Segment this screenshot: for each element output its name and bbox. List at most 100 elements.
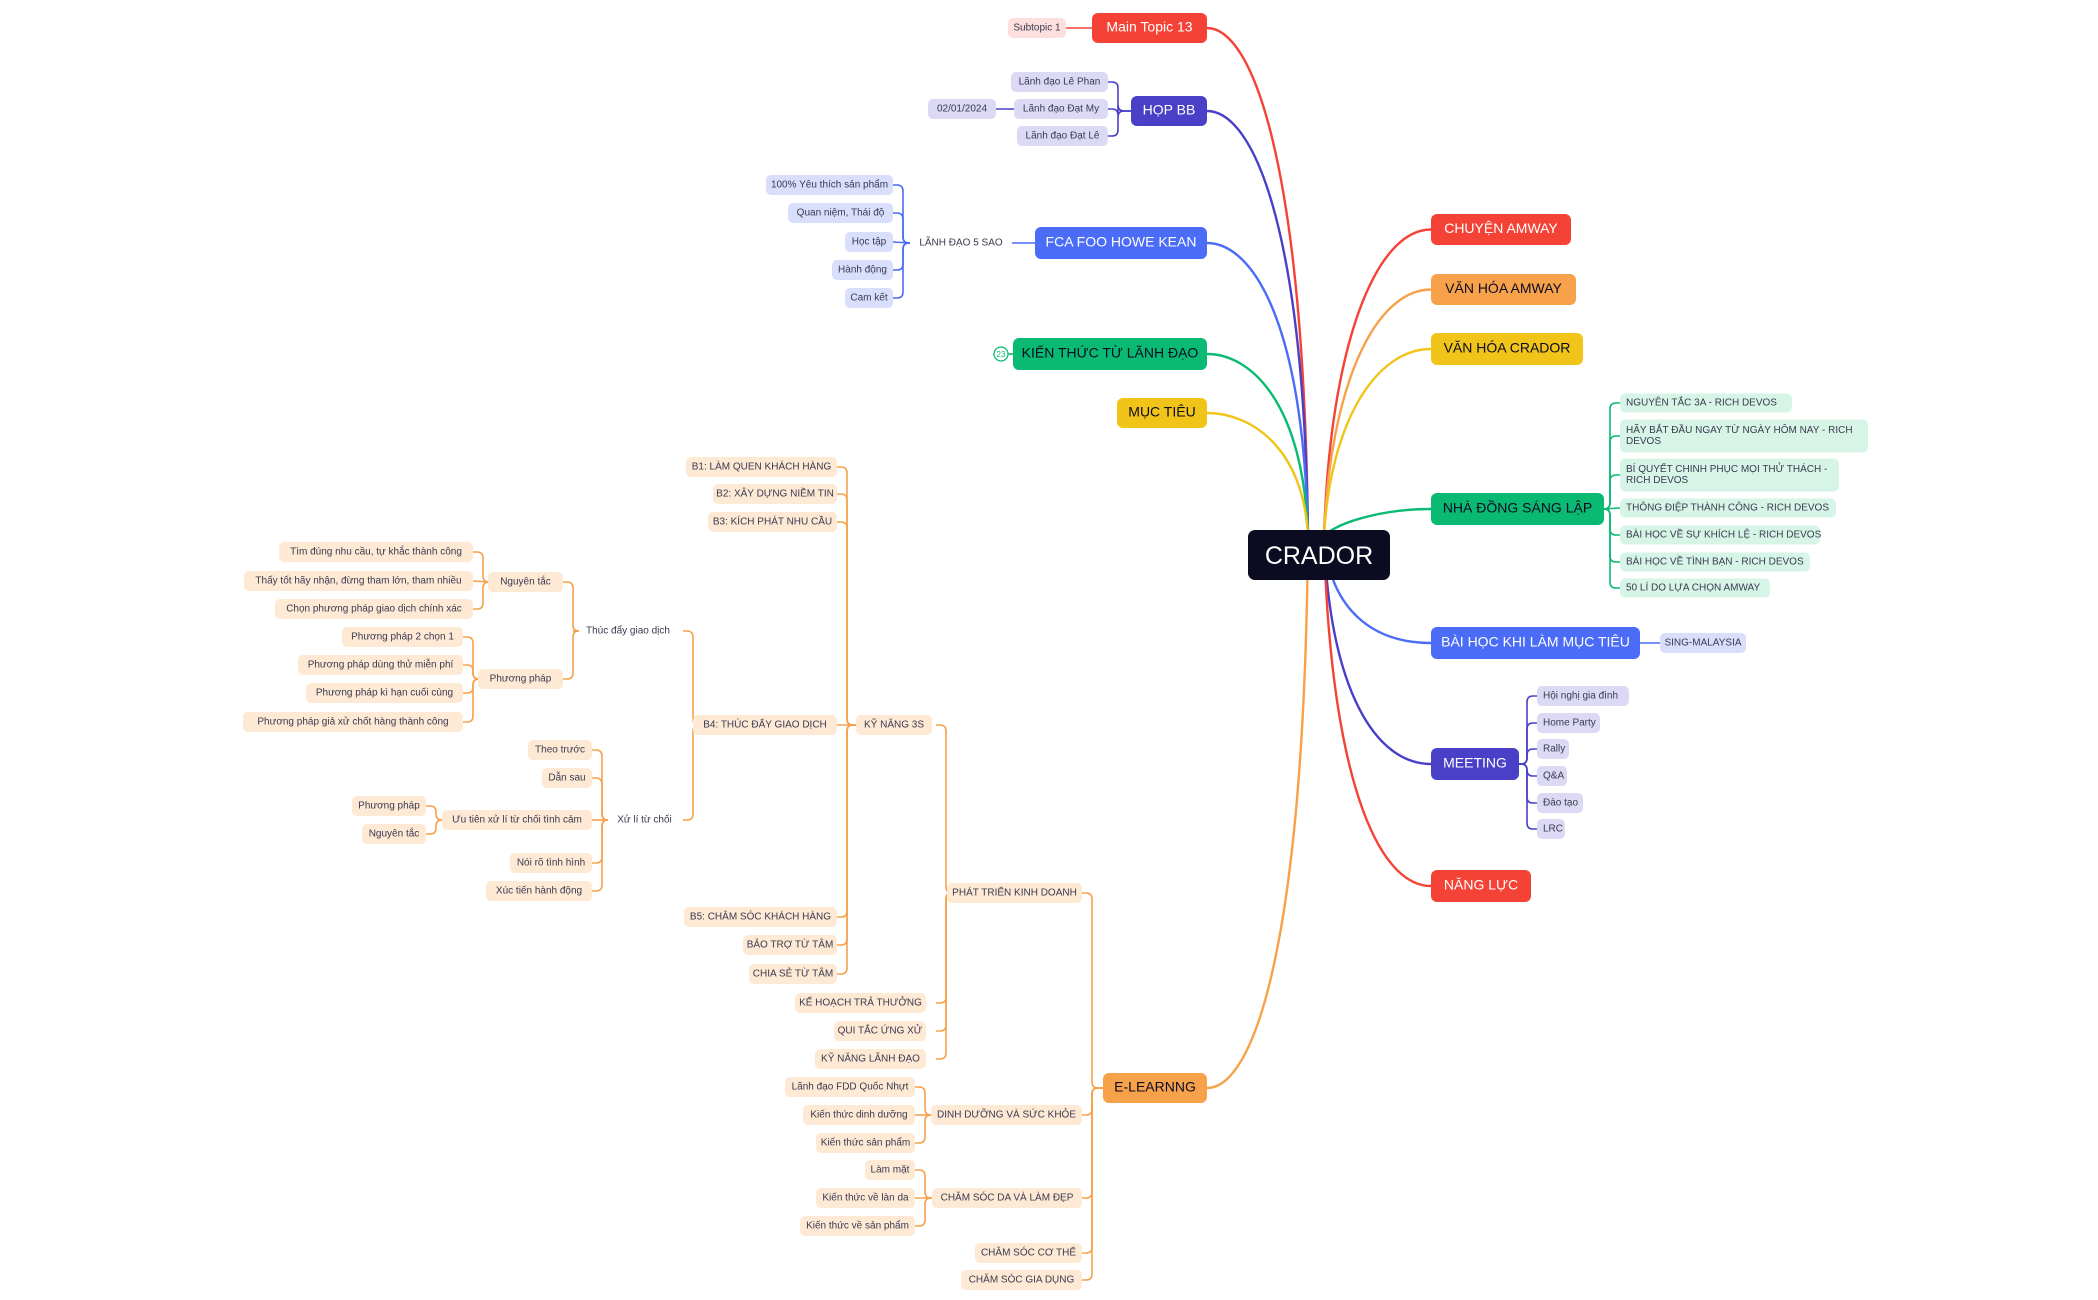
phuong-phap-item-3[interactable]: Phương pháp kì hạn cuối cùng	[306, 683, 463, 703]
uu-tien-xu-li[interactable]: Ưu tiên xử lí từ chối tình cảm	[442, 810, 592, 830]
main-topic-meeting[interactable]: MEETING	[1431, 748, 1519, 780]
ptkd-item-3[interactable]: KỸ NĂNG LÃNH ĐẠO	[815, 1049, 926, 1069]
main-topic-main13[interactable]: Main Topic 13	[1092, 13, 1207, 43]
connector-line	[1206, 352, 1310, 538]
ptkd-item-2[interactable]: QUI TẮC ỨNG XỬ	[834, 1021, 926, 1041]
connector-lines	[426, 26, 1660, 1281]
nhadong-item-3-label: BÍ QUYẾT CHINH PHỤC MỌI THỬ THÁCH -	[1626, 462, 1827, 475]
uu-tien-item-2[interactable]: Nguyên tắc	[362, 824, 426, 844]
nhadong-item-2[interactable]: HÃY BẮT ĐẦU NGAY TỪ NGÀY HÔM NAY - RICHD…	[1620, 419, 1868, 453]
meeting-item-5[interactable]: Đào tạo	[1537, 793, 1583, 813]
meeting-item-6[interactable]: LRC	[1537, 819, 1565, 839]
elearning-dinhduong[interactable]: DINH DƯỠNG VÀ SỨC KHỎE	[931, 1105, 1082, 1125]
thuc-day-giao-dich[interactable]: Thúc đẩy giao dịch	[586, 624, 670, 636]
meeting-item-2[interactable]: Home Party	[1537, 713, 1600, 733]
subtopic-1[interactable]: Subtopic 1	[1008, 18, 1066, 38]
meeting-item-4[interactable]: Q&A	[1537, 766, 1567, 786]
hopbb-leader-1-label: Lãnh đạo Lê Phan	[1019, 76, 1101, 87]
noi-ro-tinh-hinh[interactable]: Nói rõ tình hình	[510, 853, 592, 873]
main-topic-kienthuc-label: KIẾN THỨC TỪ LÃNH ĐẠO	[1022, 344, 1199, 360]
kynang3s-item-6[interactable]: BẢO TRỢ TỪ TÂM	[743, 935, 837, 955]
nhadong-item-6[interactable]: BÀI HỌC VỀ TÌNH BẠN - RICH DEVOS	[1620, 552, 1810, 572]
baihoc-item-1[interactable]: SING-MALAYSIA	[1660, 633, 1746, 653]
hopbb-date[interactable]: 02/01/2024	[928, 99, 996, 119]
elearning-cocothe[interactable]: CHĂM SÓC CƠ THỂ	[975, 1243, 1082, 1263]
kynang3s-item-2[interactable]: B2: XÂY DỰNG NIỀM TIN	[713, 484, 837, 504]
main-topic-baihoc[interactable]: BÀI HỌC KHI LÀM MỤC TIÊU	[1431, 627, 1640, 659]
fca-item-1[interactable]: 100% Yêu thích sản phẩm	[766, 175, 893, 195]
phuong-phap-item-2[interactable]: Phương pháp dùng thử miễn phí	[298, 655, 463, 675]
kynang3s-item-1[interactable]: B1: LÀM QUEN KHÁCH HÀNG	[686, 457, 837, 477]
ptkd-item-1[interactable]: KẾ HOẠCH TRẢ THƯỞNG	[795, 993, 926, 1013]
nhadong-item-3[interactable]: BÍ QUYẾT CHINH PHỤC MỌI THỬ THÁCH -RICH …	[1620, 458, 1839, 492]
kynang3s-item-5[interactable]: B5: CHĂM SÓC KHÁCH HÀNG	[684, 907, 837, 927]
nhadong-item-7[interactable]: 50 LÍ DO LỰA CHỌN AMWAY	[1620, 578, 1770, 598]
fca-item-3[interactable]: Học tập	[845, 232, 893, 252]
nguyen-tac-item-1[interactable]: Tìm đúng nhu cầu, tự khắc thành công	[279, 542, 473, 562]
chamsocda-item-2[interactable]: Kiến thức về làn da	[816, 1188, 915, 1208]
uu-tien-item-1[interactable]: Phương pháp	[352, 796, 426, 816]
uu-tien-item-2-label: Nguyên tắc	[369, 826, 420, 839]
theo-truoc[interactable]: Theo trước	[528, 740, 592, 760]
connector-line	[473, 551, 490, 583]
chamsocda-item-3[interactable]: Kiến thức về sản phẩm	[800, 1216, 915, 1236]
main-topic-muctieu[interactable]: MỤC TIÊU	[1117, 398, 1207, 428]
meeting-item-3[interactable]: Rally	[1537, 739, 1569, 759]
nhadong-item-5[interactable]: BÀI HỌC VỀ SỰ KHÍCH LỆ - RICH DEVOS	[1620, 525, 1822, 545]
dinhduong-item-3[interactable]: Kiến thức sản phẩm	[816, 1133, 915, 1153]
connector-line	[915, 1169, 932, 1199]
connector-line	[1519, 763, 1537, 830]
nhadong-item-1[interactable]: NGUYÊN TẮC 3A - RICH DEVOS	[1620, 393, 1792, 413]
nguyen-tac[interactable]: Nguyên tắc	[488, 572, 563, 592]
main-topic-elearning[interactable]: E-LEARNNG	[1103, 1073, 1207, 1103]
phuong-phap-item-1[interactable]: Phương pháp 2 chọn 1	[342, 627, 463, 647]
main-topic-nhadong[interactable]: NHÀ ĐỒNG SÁNG LẬP	[1431, 493, 1604, 525]
fca-item-2[interactable]: Quan niệm, Thái độ	[788, 203, 893, 223]
phuong-phap-item-2-label: Phương pháp dùng thử miễn phí	[308, 657, 454, 670]
nguyen-tac-item-3-label: Chọn phương pháp giao dịch chính xác	[286, 603, 462, 614]
connector-line	[1322, 536, 1432, 888]
kynang3s-item-4[interactable]: B4: THÚC ĐẨY GIAO DỊCH	[693, 715, 837, 735]
connector-line	[563, 581, 580, 632]
root-topic[interactable]: CRADOR	[1248, 530, 1390, 580]
fca-item-5[interactable]: Cam kết	[845, 288, 893, 308]
connector-line	[1519, 763, 1537, 777]
main-topic-vhamway[interactable]: VĂN HÓA AMWAY	[1431, 274, 1576, 305]
main-topic-kienthuc[interactable]: KIẾN THỨC TỪ LÃNH ĐẠO	[1013, 338, 1207, 370]
chamsocda-item-1[interactable]: Làm mặt	[865, 1160, 915, 1180]
meeting-item-1[interactable]: Hội nghị gia đình	[1537, 686, 1629, 706]
main-topic-hopbb[interactable]: HỌP BB	[1131, 96, 1207, 126]
connector-line	[1322, 228, 1432, 538]
dan-sau[interactable]: Dẫn sau	[542, 768, 592, 788]
hopbb-leader-1[interactable]: Lãnh đạo Lê Phan	[1011, 72, 1108, 92]
kynang3s-item-7[interactable]: CHIA SẺ TỪ TÂM	[749, 964, 837, 984]
ptkd-item-1-label: KẾ HOẠCH TRẢ THƯỞNG	[799, 995, 922, 1008]
main-topic-fca[interactable]: FCA FOO HOWE KEAN	[1035, 227, 1207, 259]
lanh-dao-5-sao[interactable]: LÃNH ĐẠO 5 SAO	[919, 235, 1003, 248]
main-topic-chuyen[interactable]: CHUYỆN AMWAY	[1431, 214, 1571, 245]
hopbb-leader-2[interactable]: Lãnh đạo Đạt My	[1014, 99, 1108, 119]
elearning-chamsocda[interactable]: CHĂM SÓC DA VÀ LÀM ĐẸP	[932, 1188, 1082, 1208]
main-topic-vhcrador[interactable]: VĂN HÓA CRADOR	[1431, 333, 1583, 365]
xuc-tien-hanh-dong[interactable]: Xúc tiến hành động	[486, 881, 592, 901]
phuong-phap-item-4[interactable]: Phương pháp giả xử chốt hàng thành công	[243, 712, 463, 732]
collapsed-count-badge[interactable]: 23	[993, 346, 1009, 362]
connector-line	[1519, 695, 1537, 765]
dinhduong-item-1[interactable]: Lãnh đạo FDD Quốc Nhựt	[785, 1077, 915, 1097]
nhadong-item-4[interactable]: THÔNG ĐIỆP THÀNH CÔNG - RICH DEVOS	[1620, 498, 1836, 518]
main-topic-nangluc[interactable]: NĂNG LỰC	[1431, 870, 1531, 902]
elearning-ptkd[interactable]: PHÁT TRIỂN KINH DOANH	[947, 883, 1082, 903]
hopbb-leader-3[interactable]: Lãnh đạo Đạt Lê	[1017, 126, 1108, 146]
connector-line	[463, 678, 480, 723]
phuong-phap[interactable]: Phương pháp	[478, 669, 563, 689]
kynang3s-item-3[interactable]: B3: KÍCH PHÁT NHU CẦU	[708, 512, 837, 532]
dinhduong-item-2[interactable]: Kiến thức dinh dưỡng	[803, 1105, 915, 1125]
fca-item-4[interactable]: Hành động	[832, 260, 893, 280]
nguyen-tac-item-2[interactable]: Thấy tốt hãy nhận, đừng tham lớn, tham n…	[244, 571, 473, 591]
connector-line	[1603, 402, 1620, 510]
dinhduong-item-3-label: Kiến thức sản phẩm	[821, 1136, 911, 1148]
elearning-giadung[interactable]: CHĂM SÓC GIA DỤNG	[961, 1270, 1082, 1290]
xu-li-tu-choi[interactable]: Xử lí từ chối	[617, 813, 672, 825]
elearning-kynang[interactable]: KỸ NĂNG 3S	[856, 715, 932, 735]
nguyen-tac-item-3[interactable]: Chọn phương pháp giao dịch chính xác	[275, 599, 473, 619]
